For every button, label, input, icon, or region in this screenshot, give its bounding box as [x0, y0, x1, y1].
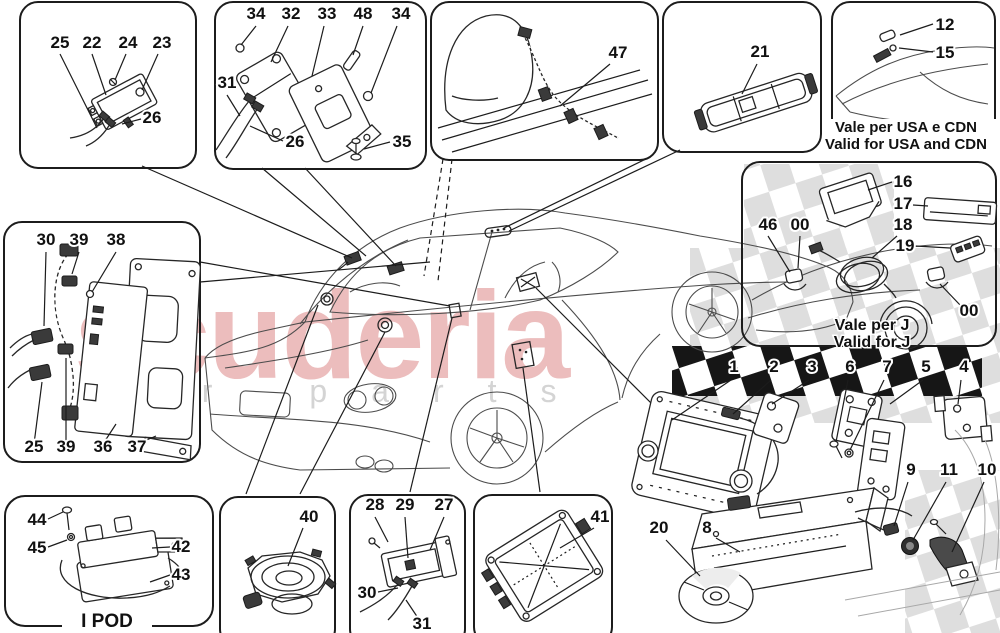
- callout-3: 3: [807, 357, 816, 376]
- callout-9: 9: [906, 460, 915, 479]
- callout-35: 35: [393, 132, 412, 151]
- callout-24: 24: [119, 33, 138, 52]
- callout-31b: 31: [413, 614, 432, 633]
- box-display-device: [693, 63, 818, 133]
- caption-j-line1: Vale per J: [835, 317, 910, 334]
- callout-labels: 25 22 24 23 26 34 32 33 48 34 31 26 35 4…: [23, 2, 999, 633]
- callout-36: 36: [94, 437, 113, 456]
- callout-34: 34: [247, 4, 266, 23]
- leader-lines: [141, 149, 681, 495]
- callout-33: 33: [318, 4, 337, 23]
- box-amplifier-41: [480, 509, 604, 622]
- mounted-dash-unit: [515, 271, 541, 293]
- callout-22: 22: [83, 33, 102, 52]
- screw-44: [61, 506, 73, 531]
- box-ecu-bracket: [7, 243, 202, 461]
- callout-48: 48: [354, 4, 373, 23]
- callout-34b: 34: [392, 4, 411, 23]
- callout-1: 1: [729, 357, 738, 376]
- callout-8: 8: [702, 518, 711, 537]
- callout-23: 23: [153, 33, 172, 52]
- callout-20: 20: [650, 518, 669, 537]
- callout-21: 21: [751, 42, 770, 61]
- mounted-pillar-unit: [448, 302, 462, 319]
- callout-29: 29: [396, 495, 415, 514]
- callout-37: 37: [128, 437, 147, 456]
- callout-26b: 26: [286, 132, 305, 151]
- head-unit-assembly: [631, 379, 1000, 624]
- antenna-pucks: [783, 266, 949, 291]
- callout-00a: 00: [791, 215, 810, 234]
- mounted-dash-tweeter: [320, 292, 334, 306]
- callout-11: 11: [940, 460, 958, 479]
- callout-32: 32: [282, 4, 301, 23]
- callout-4: 4: [959, 357, 969, 376]
- callout-45: 45: [28, 538, 47, 557]
- callout-39: 39: [70, 230, 89, 249]
- callout-39b: 39: [57, 437, 76, 456]
- car-line-art: [204, 208, 854, 485]
- callout-38: 38: [107, 230, 126, 249]
- callout-43: 43: [172, 565, 191, 584]
- box-japan-version: Vale per J Valid for J: [747, 172, 998, 353]
- box-speaker: [242, 527, 337, 615]
- caption-ipod: I POD: [81, 611, 133, 632]
- callout-10: 10: [978, 460, 997, 479]
- caption-usa-line2: Valid for USA and CDN: [825, 136, 987, 153]
- caption-usa-line1: Vale per USA e CDN: [835, 119, 977, 136]
- connectors-30-25: [7, 327, 54, 389]
- callout-31: 31: [218, 73, 237, 92]
- callout-00b: 00: [960, 301, 979, 320]
- box-amplifier-module: [59, 53, 159, 147]
- box-seat-cable: [437, 14, 653, 153]
- callout-47: 47: [609, 43, 628, 62]
- callout-15: 15: [936, 43, 955, 62]
- callout-5: 5: [921, 357, 930, 376]
- leader-lines-dashed: [423, 158, 453, 282]
- callout-26: 26: [143, 108, 162, 127]
- box-ipod-module: I POD: [47, 506, 187, 633]
- callout-25: 25: [51, 33, 70, 52]
- callout-16: 16: [894, 172, 913, 191]
- callout-30b: 30: [358, 583, 377, 602]
- box-usa-antenna: Vale per USA e CDN Valid for USA and CDN: [824, 23, 996, 155]
- callout-6: 6: [845, 357, 854, 376]
- mounted-door-module: [511, 340, 535, 370]
- box-bracket-modules: [215, 25, 398, 163]
- box-small-module: [359, 516, 458, 622]
- callout-30: 30: [37, 230, 56, 249]
- callout-2: 2: [769, 357, 778, 376]
- callout-41: 41: [591, 507, 610, 526]
- callout-12: 12: [936, 15, 955, 34]
- screw-35: [350, 137, 362, 161]
- callout-25b: 25: [25, 437, 44, 456]
- callout-40: 40: [300, 507, 319, 526]
- caption-j-line2: Valid for J: [834, 334, 910, 351]
- callout-18: 18: [894, 215, 913, 234]
- callout-46: 46: [759, 215, 778, 234]
- callout-44: 44: [28, 510, 47, 529]
- remote-19: [950, 235, 986, 263]
- callout-17: 17: [894, 194, 913, 213]
- screw-6-washer-7: [829, 440, 854, 459]
- callout-42: 42: [172, 537, 191, 556]
- callout-7: 7: [882, 357, 891, 376]
- callout-28: 28: [366, 495, 385, 514]
- callout-27: 27: [435, 495, 454, 514]
- cd-disc: [678, 567, 754, 624]
- callout-19: 19: [896, 236, 915, 255]
- bracket-4: [933, 394, 993, 443]
- screw-28: [368, 537, 381, 549]
